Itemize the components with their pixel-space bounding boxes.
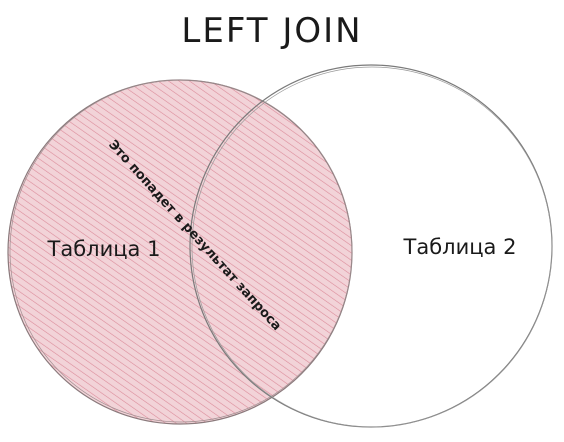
diagram-title: LEFT JOIN <box>181 11 362 51</box>
right-set-label: Таблица 2 <box>403 235 517 259</box>
left-set-label: Таблица 1 <box>47 237 161 261</box>
left-circle-hatch <box>8 80 352 424</box>
right-circle-outline-sketch <box>191 66 553 428</box>
left-circle-outline-sketch <box>9 79 353 423</box>
right-set <box>189 64 553 428</box>
left-set <box>7 79 353 425</box>
